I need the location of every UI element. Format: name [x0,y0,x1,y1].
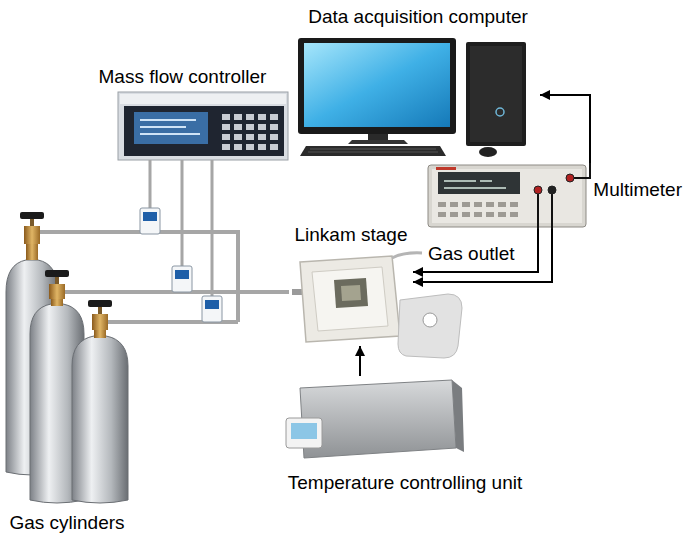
computer-node: Data acquisition computer [296,6,540,160]
monitor-neck [368,134,388,140]
device-label: Linkam stage [294,224,407,246]
controller-top [120,94,286,104]
flow-meter [140,208,160,234]
hand-controller-screen [291,423,317,439]
terminal [548,186,556,194]
controller-panel [124,106,284,156]
label-holder: Gas outlet [428,243,515,265]
gas-line [40,232,238,322]
controller-box [300,380,456,458]
multimeter-display [438,172,520,194]
lid-window [423,313,437,327]
keyboard-keys [308,149,438,152]
cylinder-neck [51,298,63,306]
multimeter-panel [432,169,582,223]
stage-sample [341,285,361,301]
flow-meter-badge [205,300,219,309]
display-digits [444,181,506,188]
stage-body [300,256,400,342]
valve-stem [30,218,34,226]
mouse [479,147,497,157]
cylinder-neck [26,244,38,260]
controller-housing [118,92,288,160]
cylinder-valve [24,226,40,244]
control-arrow [359,346,361,376]
multimeter-node: Multimeter [426,163,686,229]
stage-top-plate [312,267,388,331]
temperature-unit-node: Temperature controlling unit [280,376,530,496]
valve-wheel [88,300,112,307]
keyboard [300,146,446,156]
outlet-tube [392,253,422,258]
display-lines [140,120,200,134]
monitor-screen [304,43,450,127]
multimeter-buttons [438,202,518,217]
multimeter-logo [436,167,456,170]
gas-port [292,289,302,295]
valve-wheel [45,270,69,277]
flow-meter [202,296,222,322]
flow-meter-badge [175,270,189,279]
pc-tower-front [470,46,522,142]
signal-arrow [413,229,552,282]
signal-arrow [413,229,538,272]
signal-arrow [540,95,590,163]
multimeter-housing [428,165,586,227]
power-button [496,108,504,116]
controller-keypad [222,114,278,150]
part-label: Gas outlet [428,243,515,265]
gas-cylinder [72,336,128,503]
stage-window [334,278,368,308]
flow-meter [172,266,192,292]
cylinder-valve [92,314,108,330]
pc-tower [466,42,526,146]
terminal [566,174,574,182]
device-label: Temperature controlling unit [288,472,522,494]
device-label: Data acquisition computer [308,6,528,28]
valve-stem [98,306,102,314]
stage-lid [398,294,462,358]
terminal [534,186,542,194]
cylinder-neck [94,330,106,338]
monitor-base [348,140,408,144]
device-label: Mass flow controller [99,66,267,88]
monitor-frame [298,38,456,134]
controller-side [452,380,464,452]
cylinder-valve [49,284,65,299]
valve-wheel [20,212,44,219]
flow-meter-badge [143,212,157,221]
controller-display [134,112,208,144]
hand-controller [286,418,322,448]
gas-cylinder-node: Gas cylinders [2,198,132,536]
test-leads [538,163,590,229]
device-label: Gas cylinders [9,512,124,534]
valve-stem [55,276,59,284]
flow-controller-node: Mass flow controller [75,66,290,164]
linkam-stage-node: Linkam stage [289,224,413,346]
device-label: Multimeter [593,179,682,201]
